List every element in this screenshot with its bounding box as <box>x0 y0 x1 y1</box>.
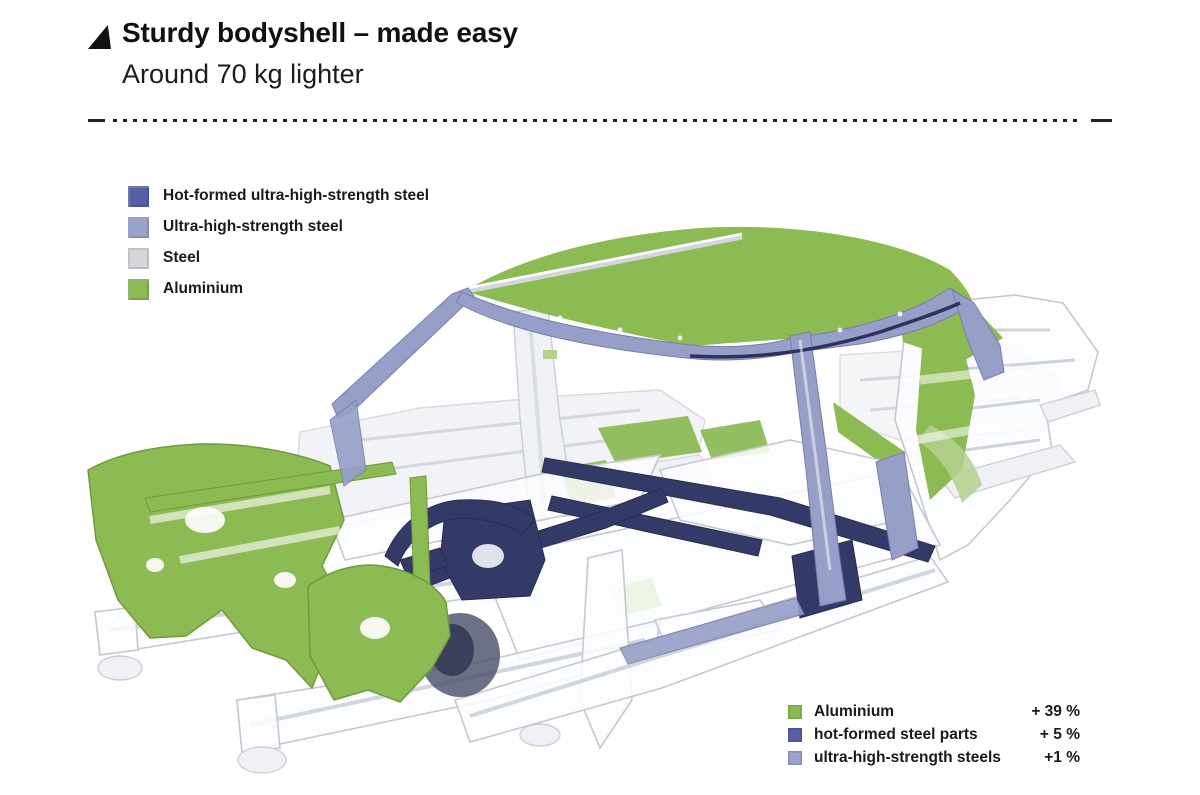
weight-label: ultra-high-strength steels <box>814 749 1001 766</box>
rail-rivets <box>557 311 903 341</box>
legend-item-steel: Steel <box>128 247 429 269</box>
weight-label: hot-formed steel parts <box>814 726 978 743</box>
weight-item-uhss: ultra-high-strength steels +1 % <box>788 749 1080 766</box>
weight-value: + 5 % <box>1039 726 1080 743</box>
weight-value: + 39 % <box>1031 703 1080 720</box>
weight-item-aluminium: Aluminium + 39 % <box>788 703 1080 720</box>
weight-label: Aluminium <box>814 703 895 720</box>
separator-left-dash <box>88 119 105 122</box>
swatch-aluminium <box>128 278 149 300</box>
legend-label: Ultra-high-strength steel <box>163 218 343 235</box>
separator-right-dash <box>1091 119 1112 122</box>
swatch-uhss <box>128 216 149 238</box>
weight-value: +1 % <box>1044 749 1080 766</box>
weight-item-hot-formed: hot-formed steel parts + 5 % <box>788 726 1080 743</box>
legend-item-uhss: Ultra-high-strength steel <box>128 216 429 238</box>
aluminium-roof-panel <box>465 226 972 346</box>
swatch-aluminium <box>788 705 802 719</box>
roof-rail-shadow-line <box>689 301 961 359</box>
page-subtitle: Around 70 kg lighter <box>122 59 364 89</box>
b-pillar-highlight <box>798 339 832 571</box>
swatch-uhss <box>788 751 802 765</box>
separator-dotted-line <box>113 119 1080 122</box>
legend-label: Hot-formed ultra-high-strength steel <box>163 187 430 204</box>
legend-item-aluminium: Aluminium <box>128 278 429 300</box>
legend-label: Aluminium <box>163 280 244 297</box>
legend-item-hot-formed: Hot-formed ultra-high-strength steel <box>128 185 429 207</box>
windshield-header-highlight <box>462 232 743 291</box>
page-title: Sturdy bodyshell – made easy <box>122 17 518 48</box>
swatch-hot-formed <box>788 728 802 742</box>
swatch-hot-formed <box>128 185 149 207</box>
weight-change-legend: Aluminium + 39 % hot-formed steel parts … <box>788 703 1080 773</box>
legend-label: Steel <box>163 249 201 266</box>
windshield-header <box>462 232 743 295</box>
materials-legend: Hot-formed ultra-high-strength steel Ult… <box>128 185 429 309</box>
swatch-steel <box>128 247 149 269</box>
aluminium-front-parts <box>87 443 451 703</box>
dash-panel-hole <box>472 544 504 568</box>
